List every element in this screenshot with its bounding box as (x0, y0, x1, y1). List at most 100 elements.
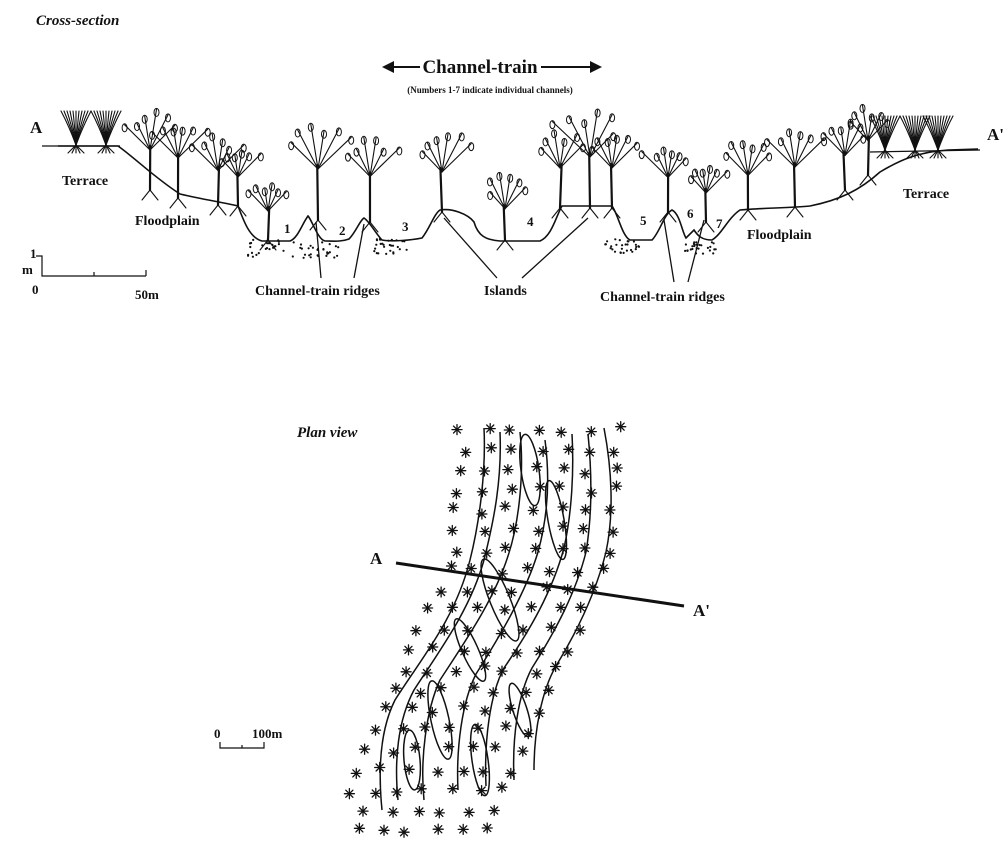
tree-star-symbol-icon (501, 721, 511, 731)
tree-star-symbol-icon (564, 444, 574, 454)
tree-star-symbol-icon (452, 547, 462, 557)
tree-star-symbol-icon (358, 806, 368, 816)
channel-numbers-note: (Numbers 1-7 indicate individual channel… (407, 85, 573, 95)
tree-star-symbol-icon (381, 702, 391, 712)
tree-star-symbol-icon (523, 563, 533, 573)
channel-number-6: 6 (687, 206, 694, 221)
tree-star-symbol-icon (481, 647, 491, 657)
islands-label: Islands (484, 284, 527, 299)
tree-star-symbol-icon (504, 425, 514, 435)
tree-star-symbol-icon (485, 424, 495, 434)
tree-star-symbol-icon (456, 466, 466, 476)
tree-star-symbol-icon (473, 723, 483, 733)
tree-star-symbol-icon (497, 782, 507, 792)
tree-star-symbol-icon (534, 708, 544, 718)
vertical-scale-unit: m (22, 262, 33, 277)
plan-view-title: Plan view (297, 425, 358, 441)
tree-star-symbol-icon (448, 503, 458, 513)
tree-star-symbol-icon (388, 807, 398, 817)
vertical-scale-value: 1 (30, 246, 37, 261)
tree-star-symbol-icon (503, 465, 513, 475)
tree-star-symbol-icon (500, 605, 510, 615)
tree-star-symbol-icon (451, 667, 461, 677)
tree-star-symbol-icon (512, 648, 522, 658)
cross-section-scale-bar (36, 256, 146, 276)
deciduous-tree-icon (219, 150, 263, 216)
tree-star-symbol-icon (477, 509, 487, 519)
tree-star-symbol-icon (482, 823, 492, 833)
tree-star-symbol-icon (399, 827, 409, 837)
tree-star-symbol-icon (576, 602, 586, 612)
tree-star-symbol-icon (482, 548, 492, 558)
tree-star-symbol-icon (477, 786, 487, 796)
tree-star-symbol-icon (580, 469, 590, 479)
terrace-left-label: Terrace (62, 174, 108, 189)
tree-star-symbol-icon (433, 824, 443, 834)
grass-tuft-icon (923, 116, 953, 158)
tree-star-symbol-icon (411, 626, 421, 636)
tree-star-symbol-icon (344, 789, 354, 799)
tree-star-symbol-icon (489, 806, 499, 816)
tree-star-symbol-icon (559, 463, 569, 473)
tree-star-symbol-icon (581, 505, 591, 515)
tree-star-symbol-icon (416, 784, 426, 794)
tree-star-symbol-icon (605, 548, 615, 558)
tree-star-symbol-icon (538, 447, 548, 457)
tree-star-symbol-icon (414, 807, 424, 817)
tree-star-symbol-icon (535, 482, 545, 492)
deciduous-tree-icon (689, 165, 730, 232)
tree-star-symbol-icon (532, 462, 542, 472)
tree-star-symbol-icon (605, 505, 615, 515)
tree-star-symbol-icon (480, 527, 490, 537)
tree-star-symbol-icon (478, 767, 488, 777)
tree-star-symbol-icon (587, 488, 597, 498)
tree-star-symbol-icon (389, 748, 399, 758)
tree-star-symbol-icon (404, 645, 414, 655)
tree-star-symbol-icon (451, 489, 461, 499)
tree-star-symbol-icon (480, 706, 490, 716)
tree-star-symbol-icon (461, 447, 471, 457)
plan-view-scale-bar (220, 742, 264, 748)
tree-star-symbol-icon (528, 506, 538, 516)
section-end-a: A (30, 118, 43, 137)
tree-star-symbol-icon (554, 481, 564, 491)
tree-star-symbol-icon (608, 527, 618, 537)
tree-star-symbol-icon (532, 669, 542, 679)
tree-star-symbol-icon (379, 825, 389, 835)
tree-star-symbol-icon (488, 688, 498, 698)
ridges-left-label: Channel-train ridges (255, 284, 380, 299)
tree-star-symbol-icon (452, 425, 462, 435)
tree-star-symbol-icon (462, 587, 472, 597)
floodplain-right-label: Floodplain (747, 228, 812, 243)
plan-end-a: A (370, 549, 383, 568)
tree-star-symbol-icon (427, 708, 437, 718)
tree-star-symbol-icon (473, 602, 483, 612)
tree-star-symbol-icon (556, 427, 566, 437)
tree-star-symbol-icon (558, 544, 568, 554)
tree-star-symbol-icon (578, 524, 588, 534)
channel-number-2: 2 (339, 223, 346, 238)
tree-star-symbol-icon (439, 625, 449, 635)
tree-star-symbol-icon (480, 661, 490, 671)
tree-star-symbol-icon (466, 564, 476, 574)
tree-star-symbol-icon (444, 722, 454, 732)
tree-star-symbol-icon (416, 688, 426, 698)
tree-star-symbol-icon (500, 501, 510, 511)
ridges-right-label: Channel-train ridges (600, 290, 725, 305)
tree-star-symbol-icon (616, 422, 626, 432)
tree-star-symbol-icon (509, 523, 519, 533)
deciduous-tree-icon (289, 123, 354, 230)
tree-star-symbol-icon (535, 646, 545, 656)
tree-star-symbol-icon (351, 768, 361, 778)
tree-star-symbol-icon (463, 626, 473, 636)
tree-star-symbol-icon (534, 425, 544, 435)
plan-view-panel: Plan view A A' 0 100m (214, 422, 710, 838)
tree-star-symbol-icon (518, 746, 528, 756)
tree-star-symbol-icon (497, 666, 507, 676)
tree-star-symbol-icon (531, 543, 541, 553)
tree-star-symbol-icon (459, 646, 469, 656)
channel-number-5: 5 (640, 213, 647, 228)
tree-star-symbol-icon (486, 443, 496, 453)
tree-star-symbol-icon (558, 502, 568, 512)
